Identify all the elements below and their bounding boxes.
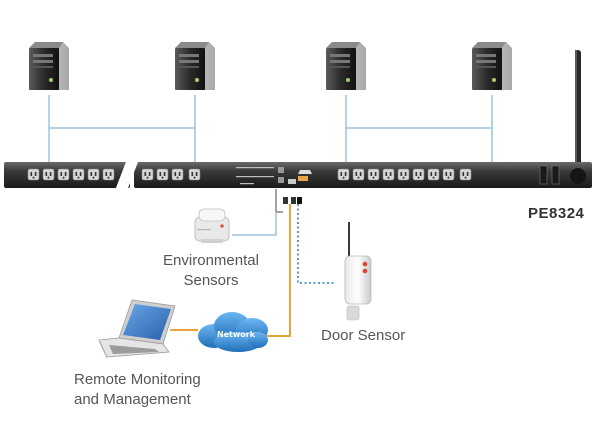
door-sensor-label: Door Sensor [321, 327, 406, 344]
device-model-label: PE8324 [528, 205, 585, 222]
label-line: and Management [74, 391, 191, 408]
pdu-strip-icon [4, 50, 592, 188]
network-link [264, 204, 291, 337]
pdu-ports [275, 189, 302, 213]
network-cloud-icon: Network [198, 312, 268, 352]
server-tower-icon [175, 42, 215, 90]
network-label: Network [217, 330, 256, 339]
label-line: Environmental [163, 252, 259, 269]
door-sensor-icon [344, 222, 372, 321]
environmental-sensor-icon [194, 208, 230, 243]
remote-monitoring-label: Remote Monitoring and Management [74, 370, 201, 410]
server-links [48, 95, 493, 162]
server-tower-icon [326, 42, 366, 90]
label-line: Remote Monitoring [74, 371, 201, 388]
environmental-sensors-label: Environmental Sensors [155, 251, 267, 291]
server-tower-icon [29, 42, 69, 90]
label-line: Sensors [183, 272, 239, 289]
laptop-icon [98, 299, 176, 359]
server-tower-icon [472, 42, 512, 90]
door-sensor-link [297, 204, 336, 284]
env-sensor-link [232, 212, 277, 236]
